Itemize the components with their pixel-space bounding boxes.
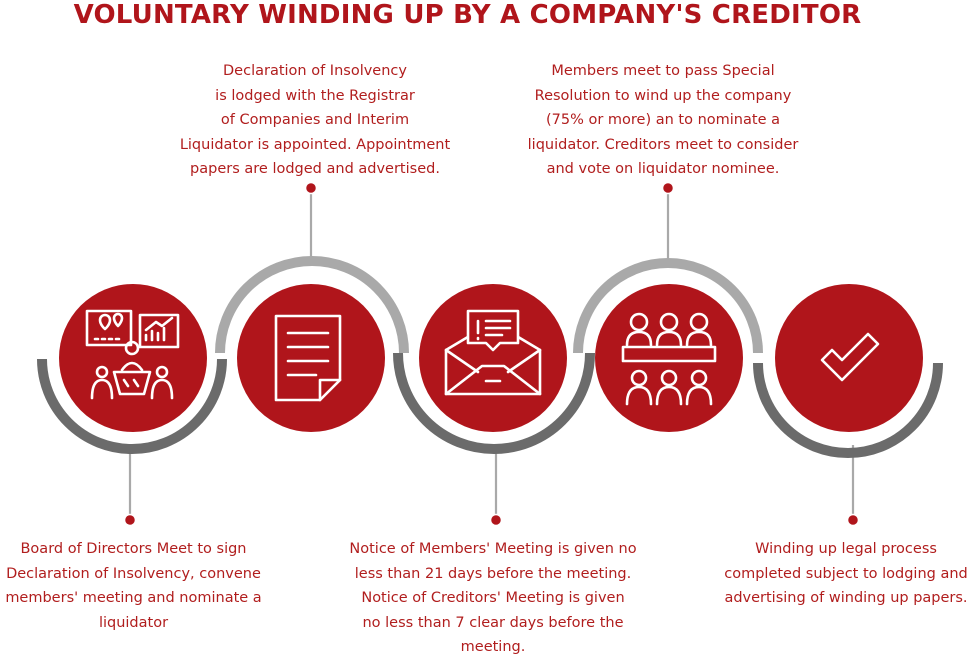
arc-bottom-1 <box>37 358 227 454</box>
arc-top-4 <box>573 258 763 354</box>
arc-bottom-3 <box>393 352 595 454</box>
connector-dot-5 <box>846 513 860 527</box>
step-circle-5 <box>775 284 923 432</box>
connector-dot-1 <box>123 513 137 527</box>
arc-bottom-5 <box>753 362 943 458</box>
step-description-1: Board of Directors Meet to sign Declarat… <box>5 541 262 631</box>
step-description-2: Declaration of Insolvency is lodged with… <box>179 63 451 177</box>
step-description-3: Notice of Members' Meeting is given no l… <box>349 541 637 655</box>
meeting-presentation-icon <box>85 309 180 400</box>
checkmark-icon <box>820 332 880 382</box>
step-circle-3 <box>419 284 567 432</box>
connector-dot-3 <box>489 513 503 527</box>
arc-top-2 <box>215 256 409 354</box>
step-circle-4 <box>595 284 743 432</box>
document-icon <box>274 314 342 402</box>
step-circle-1 <box>59 284 207 432</box>
connector-dot-4 <box>661 181 675 195</box>
step-circle-2 <box>237 284 385 432</box>
step-description-4: Members meet to pass Special Resolution … <box>527 63 799 177</box>
group-meeting-icon <box>621 312 717 406</box>
page-title: VOLUNTARY WINDING UP BY A COMPANY'S CRED… <box>73 0 862 30</box>
connector-dot-2 <box>304 181 318 195</box>
envelope-notice-icon <box>444 309 542 396</box>
step-description-5: Winding up legal process completed subje… <box>724 541 968 606</box>
